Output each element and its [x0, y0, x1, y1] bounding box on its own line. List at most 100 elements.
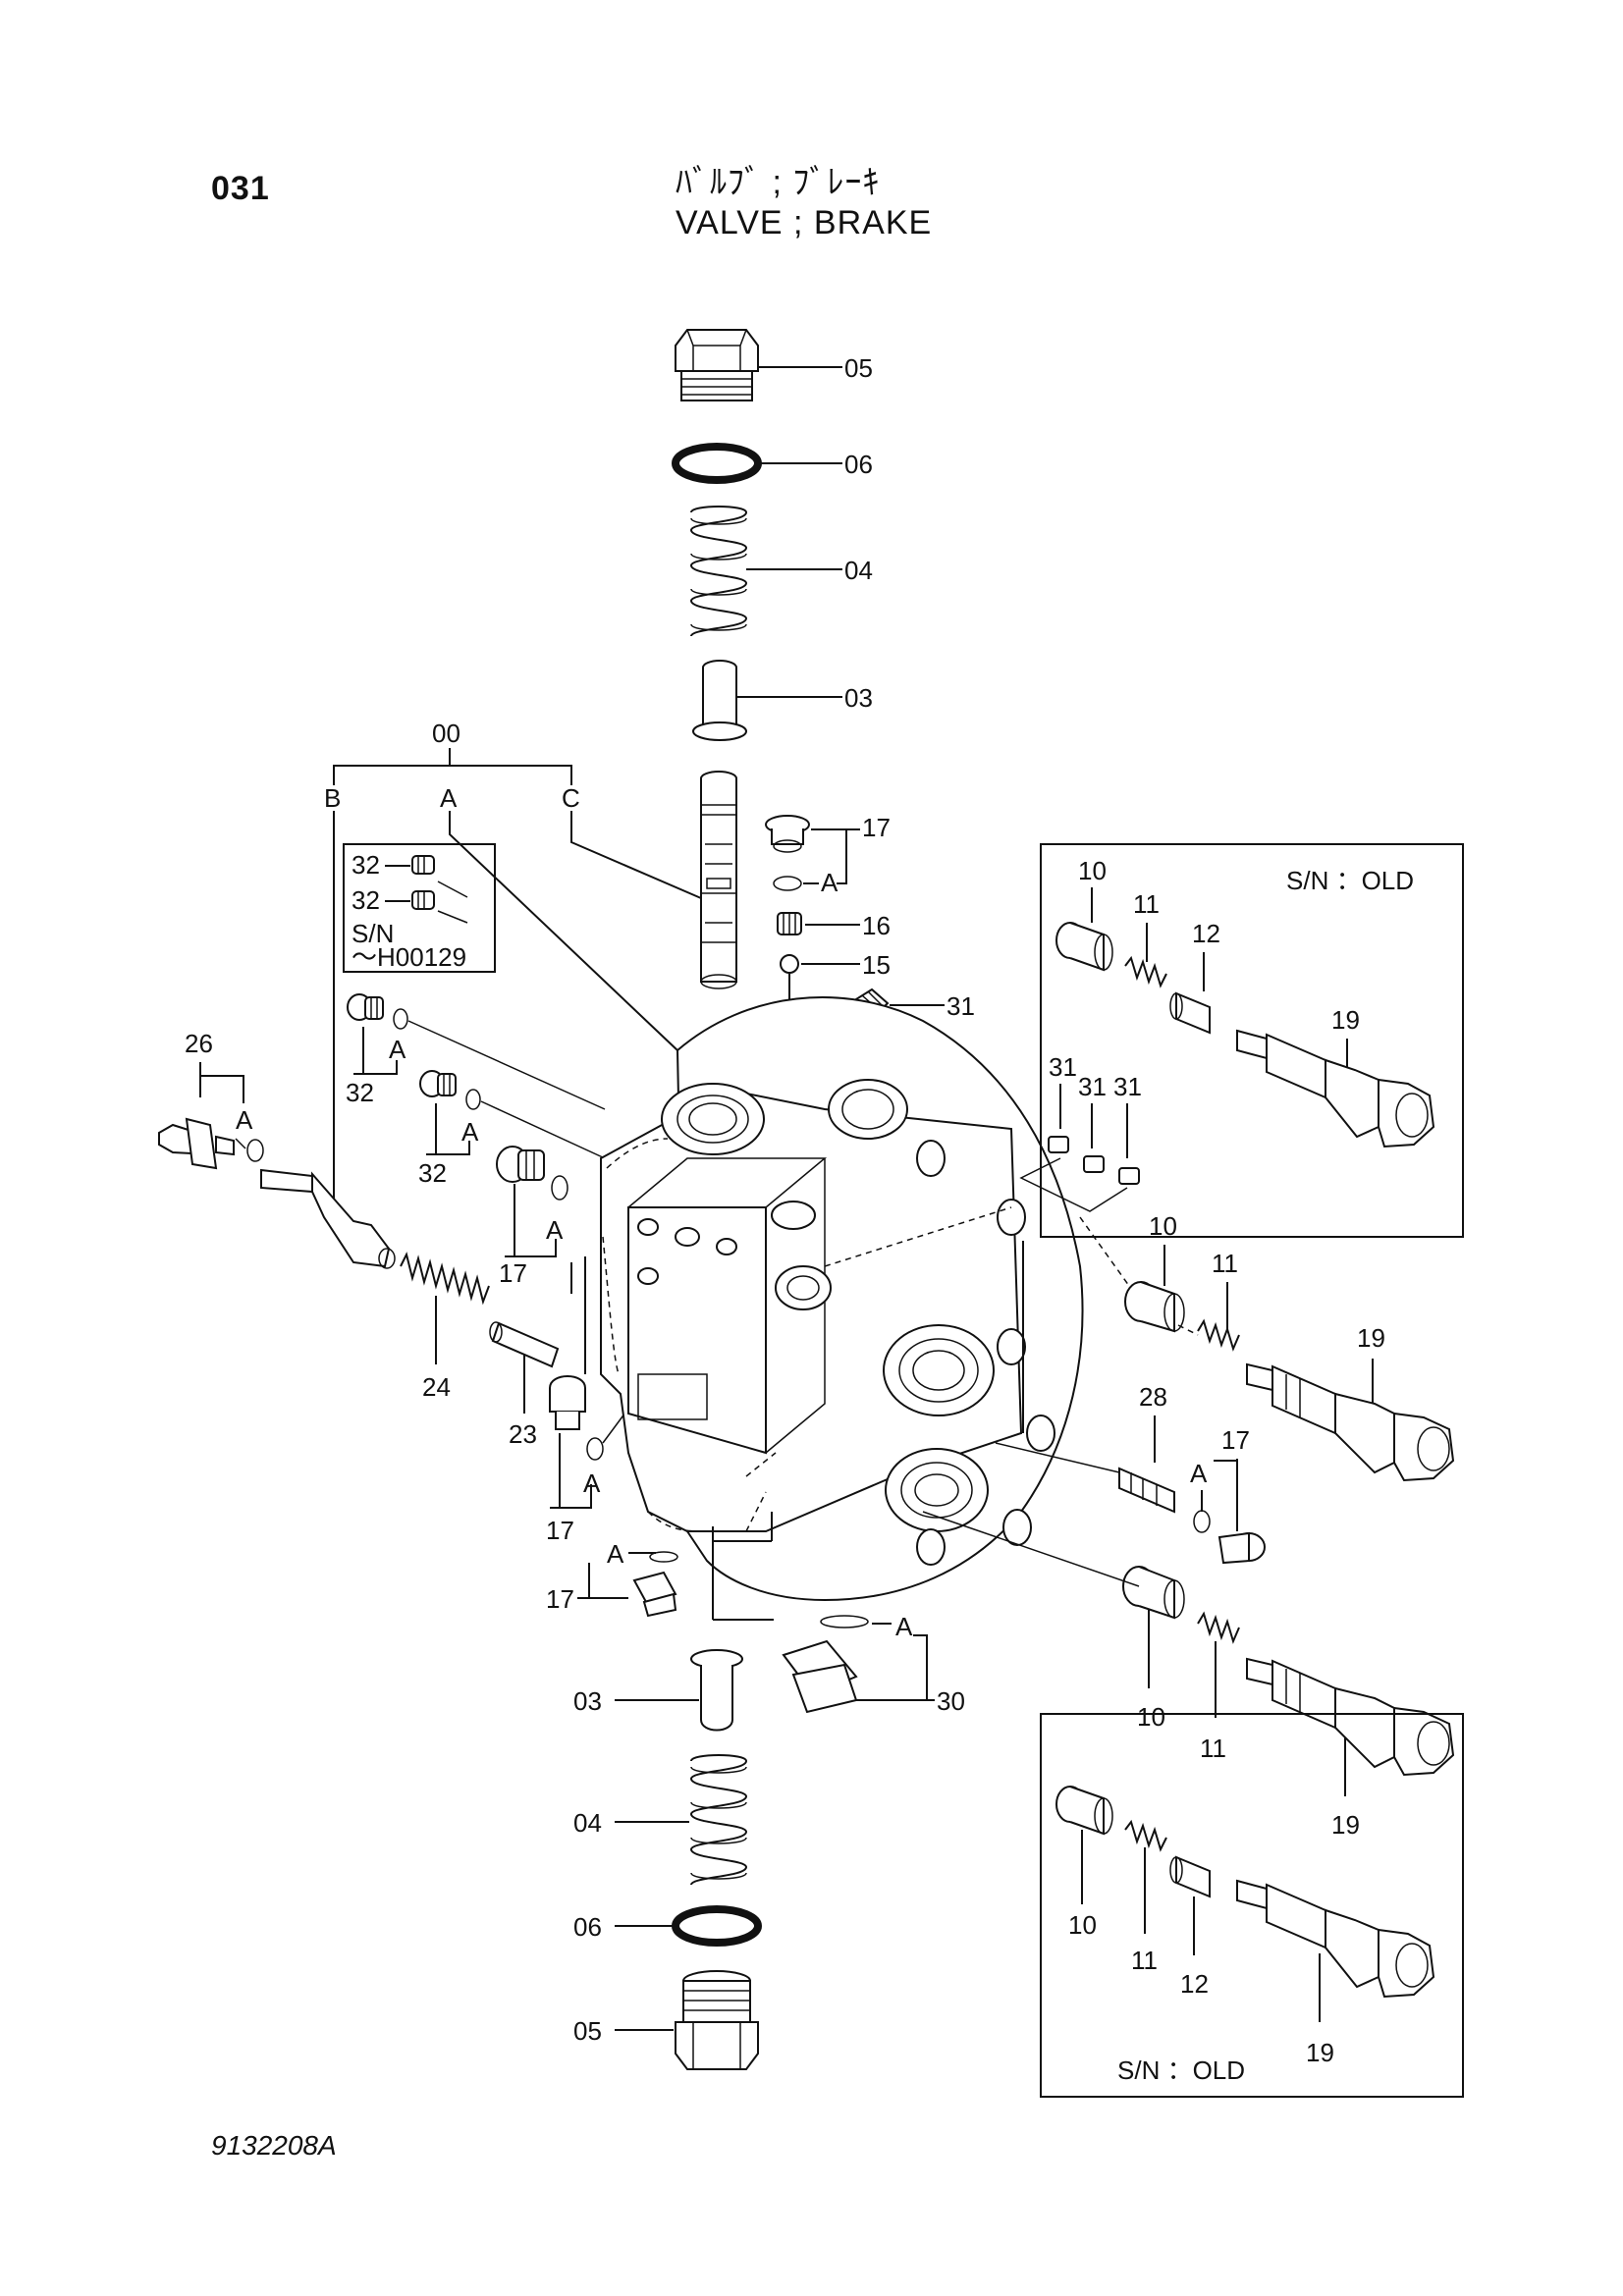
inset-top-callout-19: 19: [1331, 1005, 1360, 1035]
callout-06-bottom: 06: [573, 1912, 602, 1942]
inset-bottom-callout-19: 19: [1306, 2038, 1334, 2067]
group-a: A: [440, 783, 458, 813]
pin-23: [489, 1321, 560, 1368]
callout-31-upper: 31: [947, 991, 975, 1021]
o-ring-06-bottom: [672, 1905, 762, 1947]
callout-32-box-2: 32: [352, 885, 380, 915]
callout-19-mid: 19: [1357, 1323, 1385, 1353]
callout-32-b: 32: [418, 1158, 447, 1188]
inset-top-callout-11: 11: [1133, 889, 1160, 919]
callout-05-bottom: 05: [573, 2016, 602, 2046]
plug-17-center: [549, 1375, 604, 1461]
callout-32-b-a: A: [461, 1117, 479, 1147]
title-english: VALVE ; BRAKE: [676, 204, 933, 241]
callout-32-a-a: A: [389, 1035, 406, 1064]
ball-15: [780, 954, 799, 974]
callout-00: 00: [432, 719, 460, 748]
callout-30: 30: [937, 1686, 965, 1716]
callout-17-bottom: 17: [546, 1584, 574, 1614]
group-b: B: [324, 783, 341, 813]
callout-17-center-a: A: [583, 1468, 601, 1498]
fitting-26: [158, 1117, 264, 1170]
spring-11-lower: [1197, 1611, 1240, 1644]
plug-05-top: [675, 329, 759, 401]
inset-bottom-callout-12: 12: [1180, 1969, 1209, 1999]
o-ring-17-right: [1193, 1510, 1211, 1533]
spring-11-mid: [1197, 1318, 1240, 1352]
callout-26: 26: [185, 1029, 213, 1058]
spring-04-top: [689, 506, 748, 643]
spool-03-top: [692, 660, 747, 741]
plug-32-small-2: [411, 890, 435, 910]
callout-19-lower: 19: [1331, 1810, 1360, 1840]
sleeve-10-lower: [1122, 1566, 1185, 1620]
title-japanese: ﾊﾞﾙﾌﾞ ; ﾌﾞﾚｰｷ: [676, 164, 881, 201]
group-c: C: [562, 783, 580, 813]
callout-17-upper-a: A: [821, 868, 839, 897]
plunger-rod: [260, 1168, 396, 1269]
plug-17-upper: [765, 815, 810, 853]
callout-17-right-a: A: [1190, 1459, 1208, 1488]
callout-16: 16: [862, 911, 891, 940]
page-number: 031: [211, 170, 270, 207]
spring-24: [400, 1252, 490, 1306]
plug-30: [782, 1615, 869, 1714]
inset-top-callout-12: 12: [1192, 919, 1220, 948]
inset-bottom-callout-11: 11: [1131, 1946, 1158, 1975]
callout-26-a: A: [236, 1105, 253, 1135]
callout-31-right-3: 31: [1113, 1072, 1142, 1101]
inset-top-callout-10: 10: [1078, 856, 1107, 885]
relief-valve-19-lower: [1246, 1657, 1455, 1777]
callout-03-top: 03: [844, 683, 873, 713]
callout-10-lower: 10: [1137, 1702, 1165, 1732]
callout-05-top: 05: [844, 353, 873, 383]
callout-24: 24: [422, 1372, 451, 1402]
callout-17-right: 17: [1221, 1425, 1250, 1455]
callout-17-upper: 17: [862, 813, 891, 842]
main-spool: [700, 771, 737, 989]
o-ring-06-top: [672, 443, 762, 484]
callout-04-top: 04: [844, 556, 873, 585]
sn-callout-box: [343, 843, 496, 973]
inset-top-sn: S/N ：OLD: [1286, 866, 1414, 895]
plug-32-a: [347, 993, 408, 1030]
plug-32-b: [419, 1070, 481, 1110]
plugs-31-right: [1048, 1136, 1140, 1185]
callout-15: 15: [862, 950, 891, 980]
callout-06-top: 06: [844, 450, 873, 479]
callout-31-right-1: 31: [1049, 1052, 1077, 1082]
callout-17-left-a: A: [546, 1215, 564, 1245]
callout-23: 23: [509, 1419, 537, 1449]
callout-32-box-1: 32: [352, 850, 380, 880]
plug-16: [777, 912, 802, 935]
callout-28: 28: [1139, 1382, 1167, 1412]
callout-04-bottom: 04: [573, 1808, 602, 1838]
spool-28: [1118, 1467, 1175, 1514]
inset-top-right: S/N ：OLD 10 11 12 19: [1040, 843, 1464, 1238]
inset-bottom-sn: S/N ：OLD: [1117, 2056, 1245, 2085]
sn-range: ～H00129: [352, 942, 466, 972]
callout-32-a: 32: [346, 1078, 374, 1107]
callout-17-center: 17: [546, 1516, 574, 1545]
drawing-number: 9132208A: [211, 2130, 337, 2161]
inset-bottom-right: 10 11 12 19 S/N ：OLD: [1040, 1713, 1464, 2098]
relief-valve-19-mid: [1246, 1362, 1455, 1482]
plug-32-small-1: [411, 855, 435, 875]
plug-17-right: [1217, 1531, 1266, 1565]
plug-05-bottom: [675, 1970, 759, 2070]
valve-body: [600, 996, 1084, 1602]
callout-03-bottom: 03: [573, 1686, 602, 1716]
plug-17-bottom: [632, 1571, 677, 1618]
callout-17-bottom-a: A: [607, 1539, 624, 1569]
sleeve-10-mid: [1124, 1281, 1185, 1333]
sn-label: S/N: [352, 919, 394, 948]
callout-11-lower: 11: [1200, 1734, 1226, 1763]
callout-11-mid: 11: [1212, 1249, 1238, 1278]
plug-17-left: [496, 1146, 568, 1201]
callout-31-right-2: 31: [1078, 1072, 1107, 1101]
spool-03-bottom: [690, 1649, 743, 1732]
callout-17-left: 17: [499, 1258, 527, 1288]
inset-bottom-callout-10: 10: [1068, 1910, 1097, 1940]
